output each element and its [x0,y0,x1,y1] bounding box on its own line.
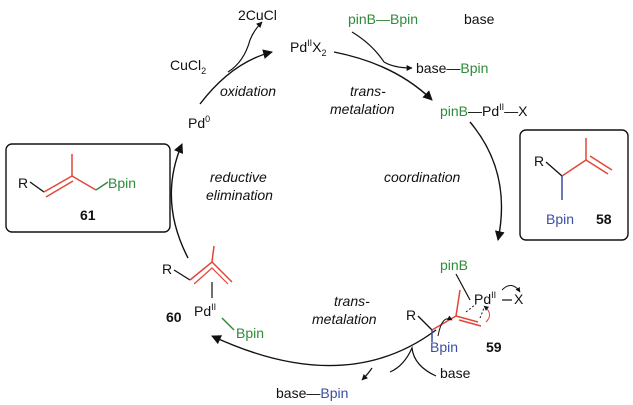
step-transmetalation-bottom-2: metalation [312,311,377,327]
svg-text:PdII: PdII [474,290,496,307]
svg-text:R: R [406,307,416,323]
step-transmetalation-bottom-1: trans- [334,293,370,309]
base-top: base [464,11,495,27]
svg-text:PdII: PdII [194,302,216,319]
step-transmetalation-top-2: metalation [330,101,395,117]
b2pin2-reagent: pinB—Bpin [348,11,418,27]
step-reductive-2: elimination [206,187,273,203]
pdx2-species: PdIIX2 [290,38,327,58]
svg-text:X: X [514,291,524,307]
svg-text:60: 60 [166,309,182,325]
compound-61: R Bpin 61 [5,143,171,233]
arc-transmetalation-top [333,51,433,101]
svg-text:61: 61 [80,207,96,223]
svg-text:Bpin: Bpin [108,175,136,191]
compound-60: R PdII Bpin 60 [162,245,264,341]
svg-text:pinB: pinB [440,257,468,273]
svg-text:R: R [18,175,28,191]
cucl-product: 2CuCl [238,7,277,23]
arc-transmetalation-bottom [211,329,437,367]
base-bottom: base [440,365,471,381]
step-reductive-1: reductive [210,169,267,185]
svg-text:Bpin: Bpin [430,339,458,355]
pinb-pd-x-species: pinB—PdII—X [440,102,528,119]
pd0-species: Pd0 [188,114,210,131]
arrow-base-bpin-bottom-out [361,367,373,381]
arc-oxidation [199,49,273,105]
svg-text:58: 58 [596,211,612,227]
svg-text:Bpin: Bpin [546,211,574,227]
svg-text:59: 59 [486,339,502,355]
arrow-b2pin2-in [351,31,385,63]
step-oxidation: oxidation [220,83,276,99]
base-bpin-bottom: base—Bpin [276,385,348,401]
compound-59: pinB PdII X R Bpin 59 [406,257,524,355]
compound-58: R Bpin 58 [519,129,629,241]
arrow-cucl2-to-cucl [227,21,263,73]
svg-text:Bpin: Bpin [236,325,264,341]
arrow-base-bpin-out [383,61,413,71]
arc-reductive-elimination [170,143,189,259]
arc-coordination [469,121,505,241]
arrow-base-in [389,345,437,377]
step-transmetalation-top-1: trans- [350,83,386,99]
cucl2-reagent: CuCl2 [170,57,206,76]
base-bpin-top: base—Bpin [416,60,488,76]
svg-text:R: R [162,261,172,277]
svg-text:R: R [534,153,544,169]
step-coordination: coordination [384,169,460,185]
